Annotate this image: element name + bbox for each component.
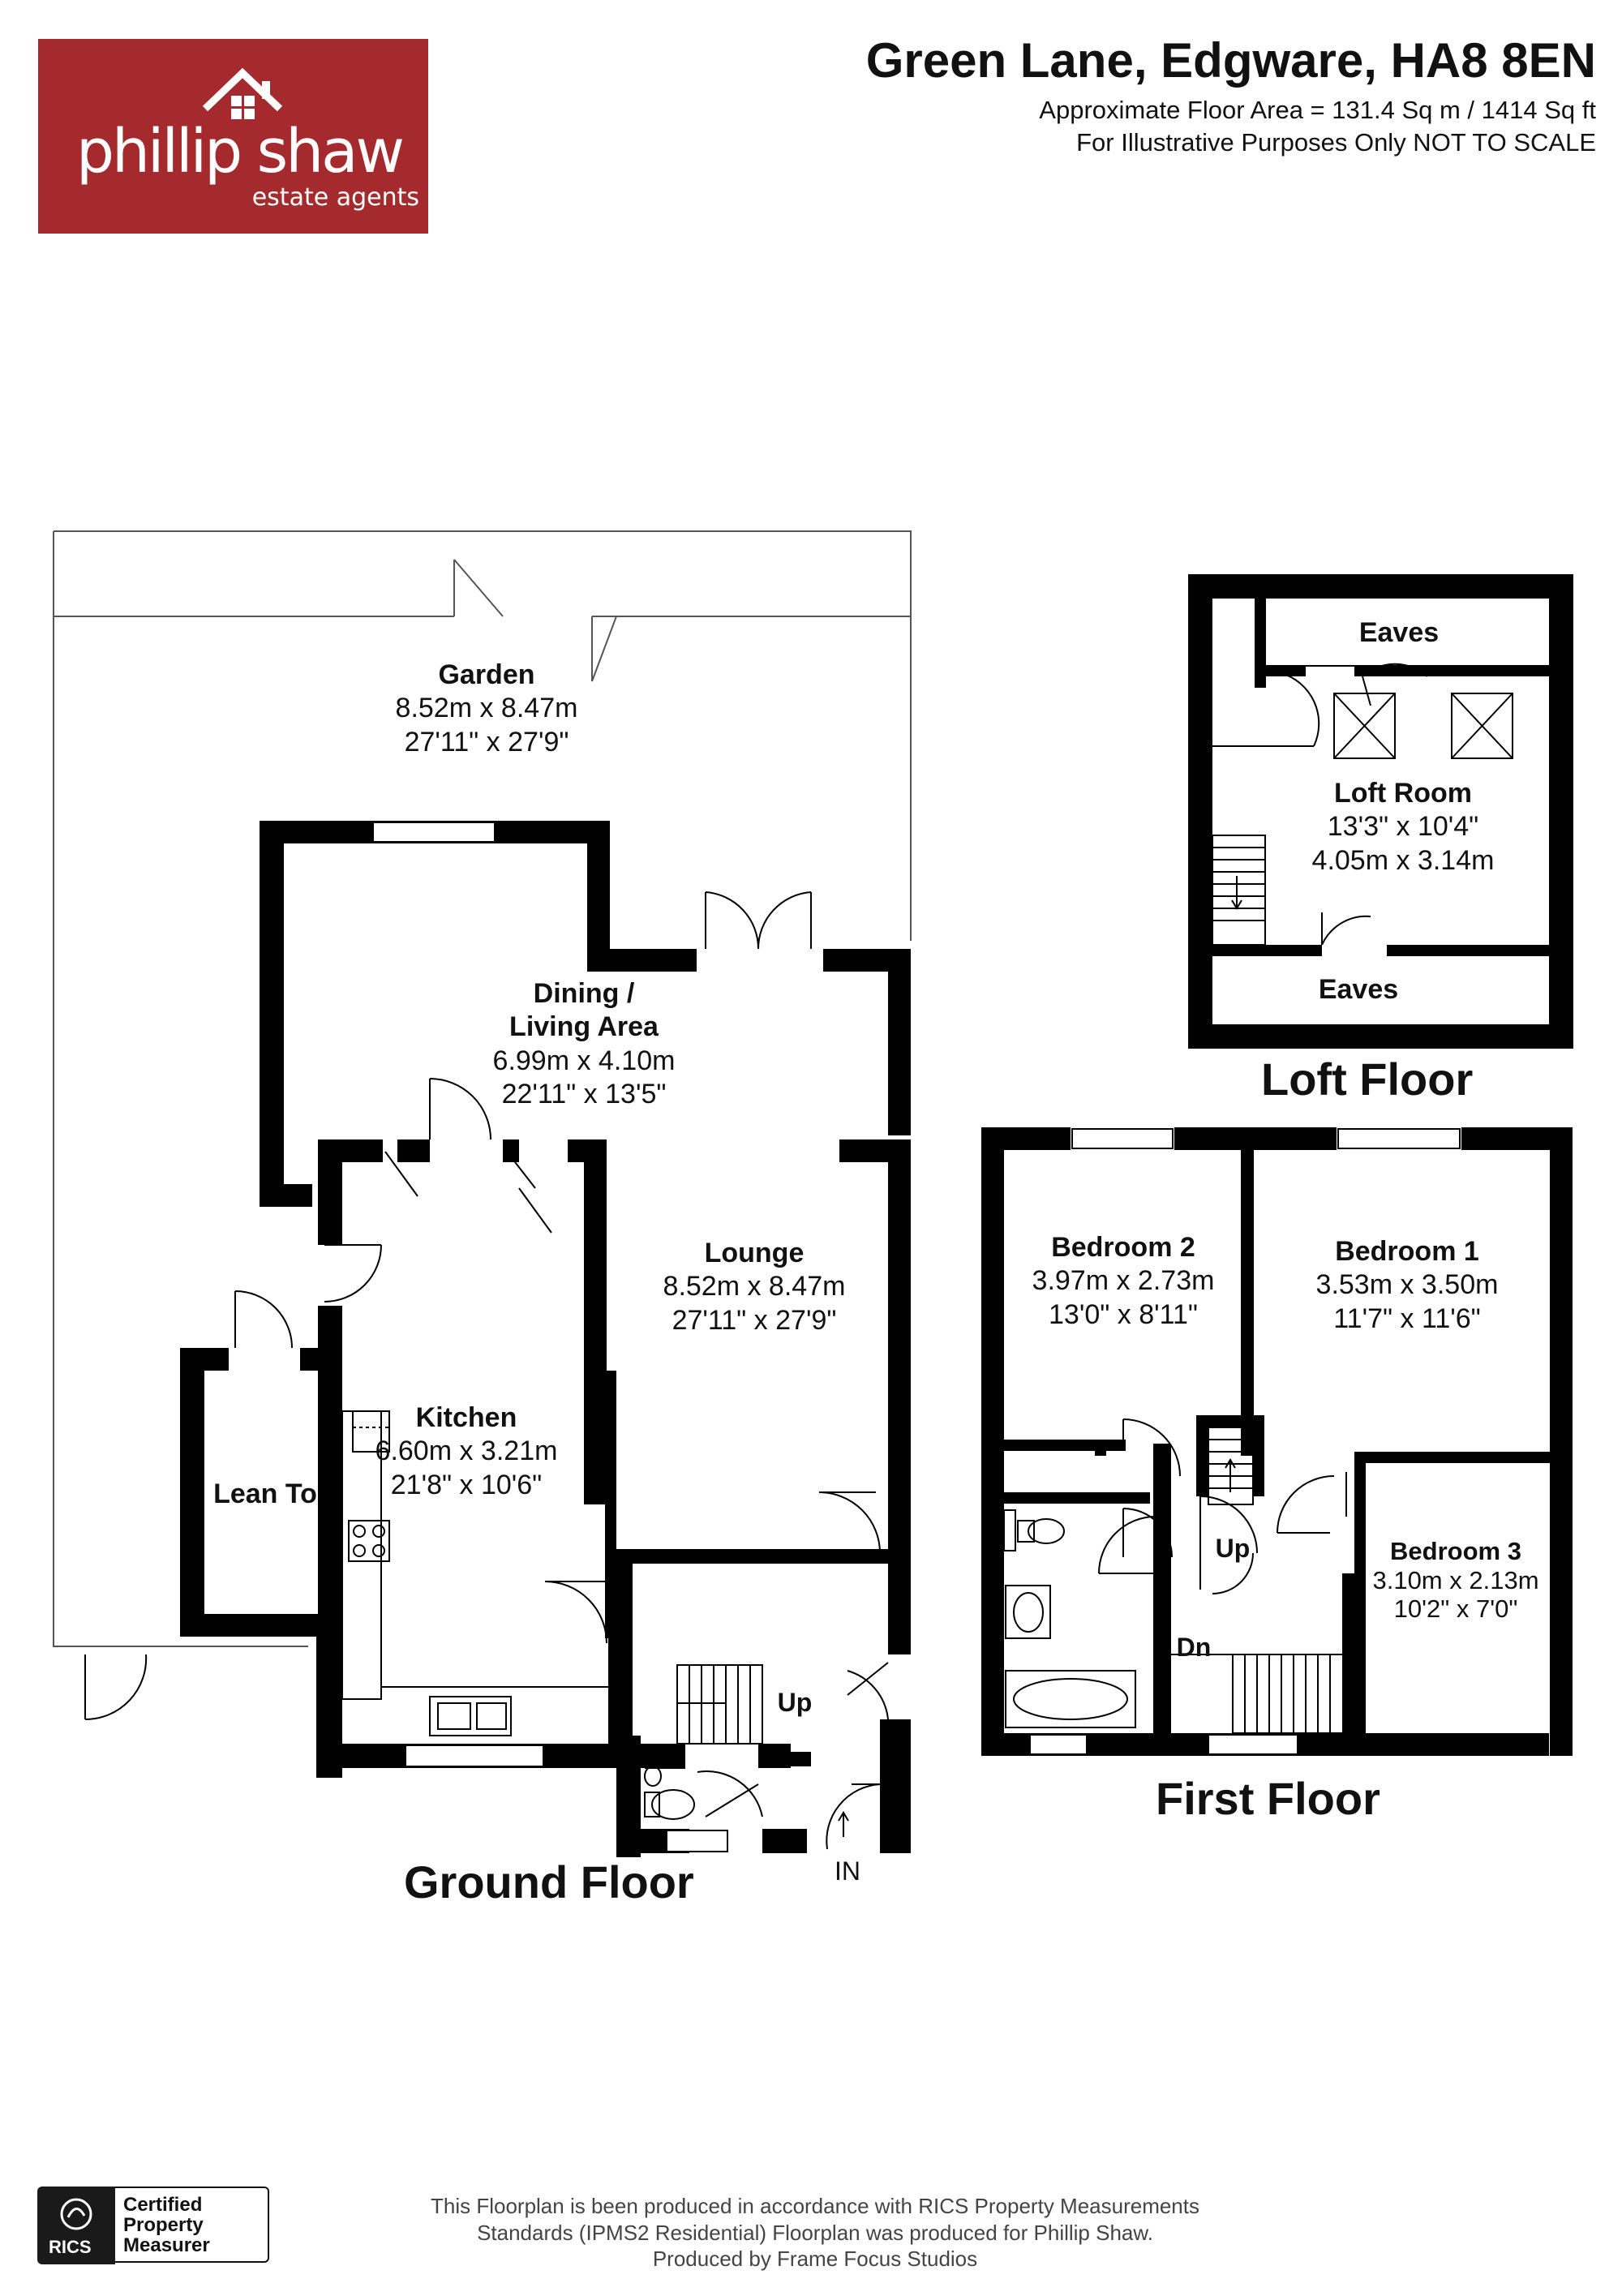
- ground-floor-doors: [84, 891, 889, 1850]
- floor-area: Approximate Floor Area = 131.4 Sq m / 14…: [1039, 96, 1596, 124]
- room-kitchen: Kitchen 6.60m x 3.21m 21'8" x 10'6": [375, 1402, 558, 1500]
- first-floor-fixtures: [1003, 1427, 1347, 1734]
- room-loft: Loft Room 13'3" x 10'4" 4.05m x 3.14m: [1311, 778, 1495, 876]
- room-bedroom-1: Bedroom 1 3.53m x 3.50m 11'7" x 11'6": [1315, 1236, 1499, 1334]
- ground-floor-fixtures: [341, 1410, 849, 1837]
- first-floor-title: First Floor: [1156, 1773, 1380, 1824]
- room-eaves-top: Eaves: [1358, 617, 1440, 648]
- first-floor-windows: [1029, 1128, 1461, 1755]
- brand-logo: phillip shaw estate agents: [38, 39, 428, 234]
- stairs-up-label: Up: [777, 1688, 813, 1717]
- brand-name: phillip shaw: [76, 117, 405, 187]
- footer-note: This Floorplan is been produced in accor…: [430, 2194, 1199, 2271]
- disclaimer: For Illustrative Purposes Only NOT TO SC…: [1076, 128, 1596, 157]
- room-dining-living: Dining / Living Area 6.99m x 4.10m 22'11…: [492, 978, 676, 1110]
- room-bedroom-2: Bedroom 2 3.97m x 2.73m 13'0" x 8'11": [1032, 1232, 1215, 1330]
- rics-text: Certified Property Measurer: [123, 2194, 210, 2257]
- first-stairs-up-label: Up: [1215, 1534, 1251, 1563]
- ground-floor-windows: [372, 822, 728, 1852]
- room-lounge: Lounge 8.52m x 8.47m 27'11" x 27'9": [663, 1238, 846, 1336]
- garden-outline: [53, 530, 912, 1647]
- rics-lion-icon: RICS: [37, 2187, 115, 2264]
- rics-badge: RICS Certified Property Measurer: [37, 2187, 269, 2264]
- brand-tagline: estate agents: [251, 183, 419, 212]
- loft-floor-title: Loft Floor: [1261, 1054, 1474, 1105]
- ground-floor-walls: [180, 821, 911, 1857]
- house-icon: [202, 67, 283, 119]
- entrance-label: IN: [835, 1856, 860, 1886]
- rics-word: RICS: [49, 2237, 92, 2257]
- room-eaves-bottom: Eaves: [1318, 974, 1399, 1005]
- ground-floor-title: Ground Floor: [404, 1856, 694, 1908]
- room-bedroom-3: Bedroom 3 3.10m x 2.13m 10'2" x 7'0": [1372, 1537, 1539, 1624]
- page-title: Green Lane, Edgware, HA8 8EN: [865, 33, 1596, 88]
- loft-floor-doors-fixtures: [1212, 663, 1513, 958]
- first-floor-walls: [981, 1127, 1573, 1756]
- first-floor-doors: [1098, 1418, 1347, 1594]
- first-stairs-down-label: Dn: [1176, 1633, 1212, 1662]
- room-garden: Garden 8.52m x 8.47m 27'11" x 27'9": [395, 659, 578, 757]
- room-lean-to: Lean To: [213, 1478, 317, 1509]
